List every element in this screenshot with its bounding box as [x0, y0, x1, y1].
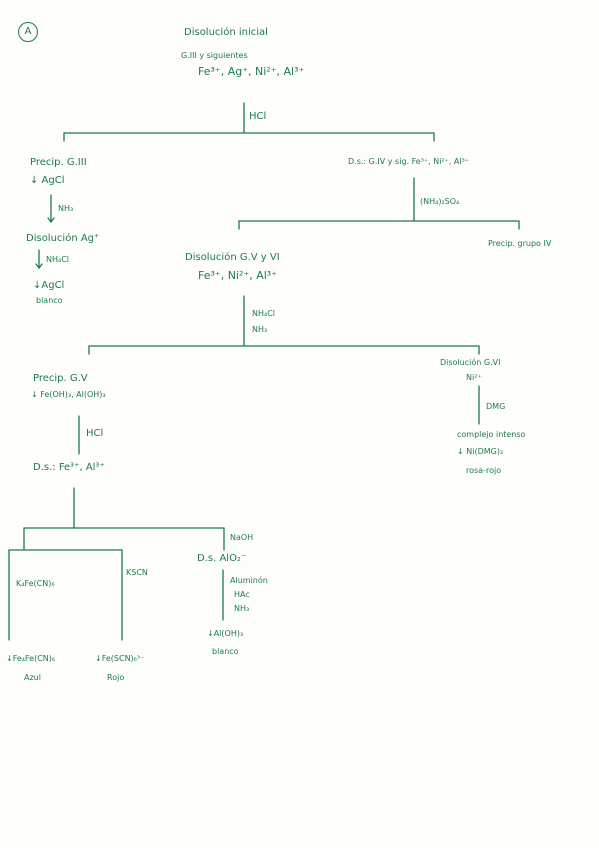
product-aloh3: ↓Al(OH)₃ [207, 629, 244, 638]
color-azul: Azul [24, 673, 41, 682]
precip-hydroxides: ↓ Fe(OH)₃, Al(OH)₃ [31, 390, 106, 399]
root-reagent-hcl: HCl [249, 111, 267, 122]
reagent-nh3-left: NH₃ [58, 204, 74, 213]
color-rojo: Rojo [107, 673, 125, 682]
product-agcl: ↓AgCl [33, 280, 65, 291]
dissolution-ag: Disolución Ag⁺ [26, 233, 100, 244]
reagent-hcl-g5: HCl [86, 428, 104, 439]
product-fe-thiocyanate: ↓Fe(SCN)₆³⁻ [95, 654, 145, 663]
color-rosa-rojo: rosa-rojo [466, 466, 502, 475]
reagent-nh4cl-left: NH₄Cl [46, 255, 70, 264]
reagent-k4fecn6: K₄Fe(CN)₆ [16, 579, 55, 588]
reagent-dmg: DMG [486, 402, 506, 411]
precip-g3-title: Precip. G.III [30, 157, 87, 168]
reagent-nh3-al: NH₃ [234, 604, 250, 613]
complex-intenso: complejo intenso [457, 430, 526, 439]
dissolution-g6-title: Disolución G.VI [440, 358, 501, 367]
precip-g4: Precip. grupo IV [488, 239, 552, 248]
root-groups: G.III y siguientes [181, 51, 248, 60]
ds-alo2: D.s. AlO₂⁻ [197, 553, 247, 564]
reagent-nh3-mid: NH₃ [252, 325, 268, 334]
root-ions: Fe³⁺, Ag⁺, Ni²⁺, Al³⁺ [198, 65, 305, 78]
connector-left-nh4cl-arrow [35, 263, 43, 270]
precip-g5-title: Precip. G.V [33, 373, 88, 384]
precip-agcl: ↓ AgCl [30, 175, 65, 186]
reagent-nh4cl-mid: NH₄Cl [252, 309, 276, 318]
ion-ni: Ni²⁺ [466, 373, 482, 382]
ds-g4-title: D.s.: G.IV y sig. Fe³⁺, Ni²⁺, Al³⁺ [348, 157, 470, 166]
reagent-hac: HAc [234, 590, 250, 599]
connector-left-nh3-arrow [47, 217, 55, 224]
ds-fe-al: D.s.: Fe³⁺, Al³⁺ [33, 462, 105, 473]
g56-title: Disolución G.V y VI [185, 252, 280, 263]
color-blanco-ag: blanco [36, 296, 63, 305]
color-blanco-al: blanco [212, 647, 239, 656]
g56-ions: Fe³⁺, Ni²⁺, Al³⁺ [198, 269, 277, 282]
reagent-naoh: NaOH [230, 533, 254, 542]
page-badge: A [18, 22, 38, 42]
reagent-kscn: KSCN [126, 568, 148, 577]
reagent-nh4-2so4: (NH₄)₂SO₄ [420, 197, 460, 206]
product-prussian-blue: ↓Fe₄Fe(CN)₆ [6, 654, 56, 663]
product-ni-dmg: ↓ Ni(DMG)₂ [457, 447, 504, 456]
root-title: Disolución inicial [184, 27, 268, 38]
reagent-aluminon: Aluminón [230, 576, 268, 585]
